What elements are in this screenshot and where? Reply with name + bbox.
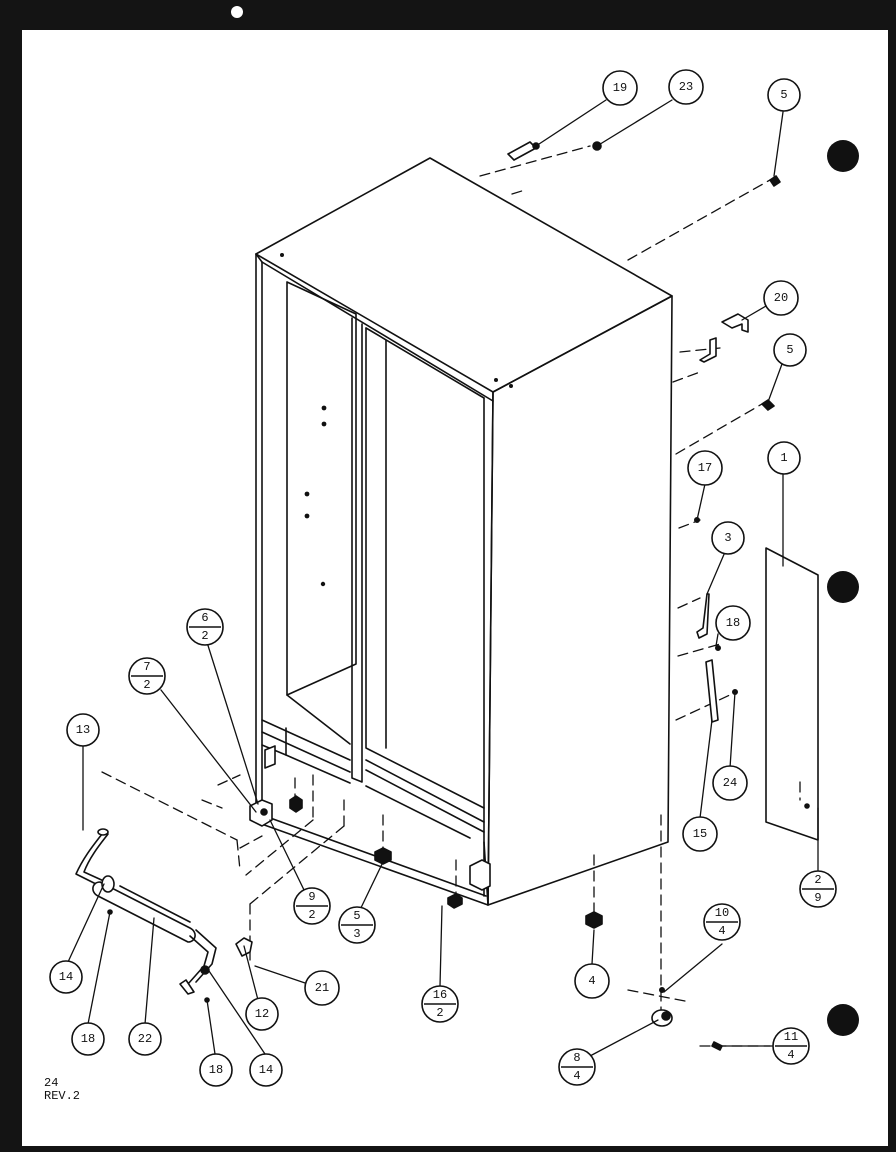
callout-18-right: 18: [715, 605, 751, 641]
revision-label: REV.2: [44, 1089, 81, 1103]
callout-14-left-number: 14: [59, 970, 73, 984]
callout-5-3-part: 5: [353, 909, 360, 923]
callout-10-4-qty: 4: [718, 924, 725, 938]
callout-2-9: 2 9: [799, 870, 837, 908]
callout-23: 23: [668, 69, 704, 105]
callout-21: 21: [304, 970, 340, 1006]
callout-11-4: 11 4: [772, 1027, 810, 1065]
callout-24: 24: [712, 765, 748, 801]
callout-19-number: 19: [613, 81, 627, 95]
page-caption: 24 REV.2: [44, 1077, 80, 1103]
callout-leaders: [67, 99, 819, 1057]
callout-8-4-qty: 4: [573, 1069, 580, 1083]
callout-14-left: 14: [49, 960, 83, 994]
callout-20: 20: [763, 280, 799, 316]
callout-14-bottom: 14: [249, 1053, 283, 1087]
cabinet-top: [255, 157, 673, 393]
callout-15-number: 15: [693, 827, 707, 841]
callout-23-number: 23: [679, 80, 693, 94]
callout-10-4-part: 10: [715, 906, 729, 920]
callout-12: 12: [245, 997, 279, 1031]
cabinet-shell: [255, 157, 673, 906]
callout-6-2-part: 6: [201, 611, 208, 625]
callout-14-bottom-number: 14: [259, 1063, 273, 1077]
scan-speck: [231, 6, 243, 18]
cabinet-holes: [280, 253, 513, 587]
callout-6-2-qty: 2: [201, 629, 208, 643]
callout-18-bottom-number: 18: [209, 1063, 223, 1077]
callout-18-right-number: 18: [726, 616, 740, 630]
callout-1: 1: [767, 441, 801, 475]
callout-16-2-qty: 2: [436, 1006, 443, 1020]
callout-16-2: 16 2: [421, 985, 459, 1023]
callout-2-9-part: 2: [814, 873, 821, 887]
callout-2-9-qty: 9: [814, 891, 821, 905]
callout-5-3-qty: 3: [353, 927, 360, 941]
hardware-parts: [75, 141, 781, 1051]
callout-7-2-qty: 2: [143, 678, 150, 692]
callout-13-number: 13: [76, 723, 90, 737]
callout-15: 15: [682, 816, 718, 852]
callout-3-number: 3: [724, 531, 731, 545]
callout-12-number: 12: [255, 1007, 269, 1021]
callout-4: 4: [574, 963, 610, 999]
callout-5-mid: 5: [773, 333, 807, 367]
callout-18-left: 18: [71, 1022, 105, 1056]
callout-18-bottom: 18: [199, 1053, 233, 1087]
callout-21-number: 21: [315, 981, 329, 995]
callout-11-4-part: 11: [784, 1030, 798, 1044]
callout-20-number: 20: [774, 291, 788, 305]
callout-7-2: 7 2: [128, 657, 166, 695]
page-number: 24: [44, 1076, 59, 1090]
callout-17: 17: [687, 450, 723, 486]
callout-24-number: 24: [723, 776, 737, 790]
callout-9-2-part: 9: [308, 890, 315, 904]
callout-17-number: 17: [698, 461, 712, 475]
callout-22-number: 22: [138, 1032, 152, 1046]
diagram-page: [22, 30, 888, 1146]
callout-7-2-part: 7: [143, 660, 150, 674]
callout-3: 3: [711, 521, 745, 555]
callout-4-number: 4: [588, 974, 595, 988]
callout-8-4-part: 8: [573, 1051, 580, 1065]
cabinet-side-wall: [487, 295, 673, 906]
callout-9-2: 9 2: [293, 887, 331, 925]
callout-8-4: 8 4: [558, 1048, 596, 1086]
callout-9-2-qty: 2: [308, 908, 315, 922]
callout-1-number: 1: [780, 451, 787, 465]
assembly-dashed-lines: [101, 145, 801, 1047]
callout-5-top-number: 5: [780, 88, 787, 102]
callout-5-top: 5: [767, 78, 801, 112]
callout-5-3: 5 3: [338, 906, 376, 944]
callout-22: 22: [128, 1022, 162, 1056]
callout-5-mid-number: 5: [786, 343, 793, 357]
back-panel-part: [765, 547, 819, 841]
callout-13: 13: [66, 713, 100, 747]
binder-holes: [827, 140, 859, 1036]
callout-10-4: 10 4: [703, 903, 741, 941]
callout-16-2-part: 16: [433, 988, 447, 1002]
callout-11-4-qty: 4: [787, 1048, 794, 1062]
callout-19: 19: [602, 70, 638, 106]
callout-6-2: 6 2: [186, 608, 224, 646]
cabinet-interior: [261, 281, 489, 906]
callout-18-left-number: 18: [81, 1032, 95, 1046]
